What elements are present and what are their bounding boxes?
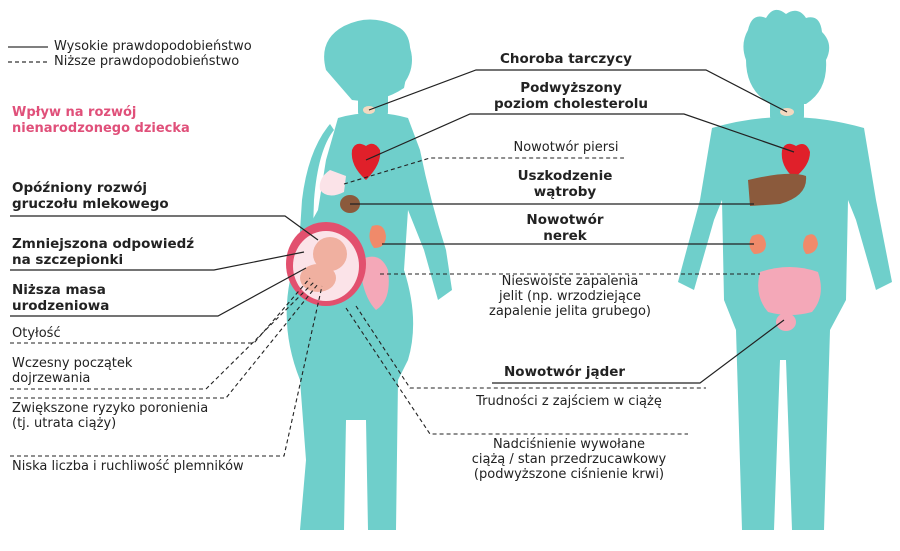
connector-fertility bbox=[355, 305, 706, 389]
label-puberty: Wczesny początek dojrzewania bbox=[12, 356, 133, 386]
label-breast-cancer: Nowotwór piersi bbox=[513, 140, 619, 155]
connector-hypertension bbox=[345, 307, 688, 435]
label-birthweight: Niższa masa urodzeniowa bbox=[12, 282, 110, 314]
label-hypertension: Nadciśnienie wywołane ciążą / stan przed… bbox=[471, 437, 667, 482]
label-miscarriage: Zwiększone ryzyko poronienia (tj. utrata… bbox=[12, 401, 209, 431]
male-kidney-right bbox=[803, 234, 818, 254]
connector-mammary bbox=[10, 215, 319, 241]
connector-sperm bbox=[10, 285, 323, 457]
female-intestine bbox=[360, 256, 389, 310]
connector-obesity bbox=[10, 277, 311, 344]
female-kidney bbox=[369, 225, 386, 248]
label-obesity: Otyłość bbox=[12, 326, 61, 341]
label-colitis: Nieswoiste zapalenia jelit (np. wrzodzie… bbox=[489, 274, 651, 319]
male-kidney-left bbox=[749, 234, 766, 254]
label-thyroid: Choroba tarczycy bbox=[500, 51, 632, 67]
male-heart bbox=[781, 143, 810, 178]
male-intestine bbox=[758, 267, 821, 315]
male-liver bbox=[748, 173, 807, 206]
connector-testicular bbox=[492, 319, 785, 384]
connector-puberty bbox=[10, 281, 315, 390]
label-sperm: Niska liczba i ruchliwość plemników bbox=[12, 459, 244, 474]
legend-solid-label: Wysokie prawdopodobieństwo bbox=[54, 39, 252, 54]
connector-thyroid bbox=[368, 69, 788, 113]
connector-breast bbox=[343, 157, 624, 185]
legend-dashed-label: Niższe prawdopodobieństwo bbox=[54, 54, 240, 69]
connector-birthweight bbox=[10, 267, 307, 317]
connector-cholesterol bbox=[365, 113, 795, 161]
label-kidney: Nowotwór nerek bbox=[526, 212, 604, 244]
section-title: Wpływ na rozwój nienarodzonego dziecka bbox=[12, 105, 190, 136]
label-vaccine: Zmniejszona odpowiedź na szczepionki bbox=[12, 236, 195, 268]
female-heart bbox=[351, 143, 381, 180]
label-fertility: Trudności z zajściem w ciążę bbox=[476, 394, 662, 409]
connector-vaccine bbox=[10, 251, 305, 271]
female-breast bbox=[319, 170, 346, 196]
label-cholesterol: Podwyższony poziom cholesterolu bbox=[494, 80, 648, 112]
connector-miscarriage bbox=[10, 283, 319, 399]
label-liver: Uszkodzenie wątroby bbox=[517, 168, 613, 200]
fetus bbox=[300, 237, 347, 292]
label-testicular: Nowotwór jąder bbox=[504, 364, 626, 380]
male-testes bbox=[776, 313, 796, 331]
label-mammary: Opóźniony rozwój gruczołu mlekowego bbox=[12, 180, 169, 212]
